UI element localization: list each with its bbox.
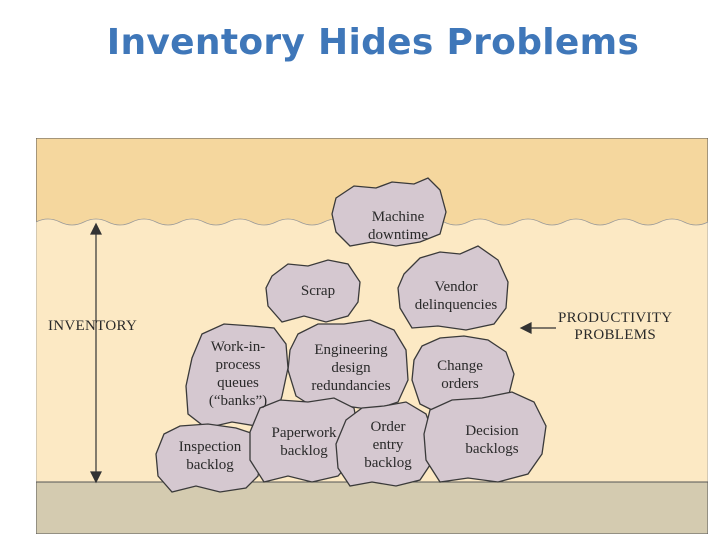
rock-decision-backlogs bbox=[423, 391, 547, 483]
inventory-label: INVENTORY bbox=[48, 318, 138, 334]
rock-vendor-delinquencies bbox=[397, 245, 509, 331]
inventory-rocks-diagram: Machine downtime Scrap Vendor delinquenc… bbox=[36, 138, 708, 534]
rock-label-inspection-backlog: Inspection backlog bbox=[178, 439, 242, 473]
rock-label-work-in-process-queues: Work-in- process queues (“banks”) bbox=[208, 339, 268, 409]
productivity-problems-label: PRODUCTIVITY PROBLEMS bbox=[558, 310, 673, 343]
rock-label-decision-backlogs: Decision backlogs bbox=[465, 423, 519, 457]
rock-engineering-design-redundancies bbox=[287, 319, 409, 411]
rock-order-entry-backlog bbox=[335, 401, 435, 487]
rock-label-engineering-design-redundancies: Engineering design redundancies bbox=[311, 342, 391, 394]
rock-label-change-orders: Change orders bbox=[437, 358, 483, 392]
rock-scrap bbox=[265, 259, 361, 323]
rock-label-scrap: Scrap bbox=[300, 283, 336, 299]
rock-label-paperwork-backlog: Paperwork backlog bbox=[271, 425, 337, 459]
rock-label-vendor-delinquencies: Vendor delinquencies bbox=[414, 279, 498, 313]
seabed-region bbox=[36, 481, 708, 534]
productivity-problems-arrow bbox=[519, 322, 556, 334]
rock-inspection-backlog bbox=[155, 423, 263, 493]
inventory-level-arrow bbox=[90, 222, 102, 484]
rock-label-order-entry-backlog: Order entry backlog bbox=[364, 419, 412, 471]
rock-label-machine-downtime: Machine downtime bbox=[368, 209, 428, 243]
rock-machine-downtime bbox=[331, 177, 447, 247]
slide-title: Inventory Hides Problems bbox=[106, 22, 640, 63]
diagram-canvas bbox=[36, 138, 708, 534]
